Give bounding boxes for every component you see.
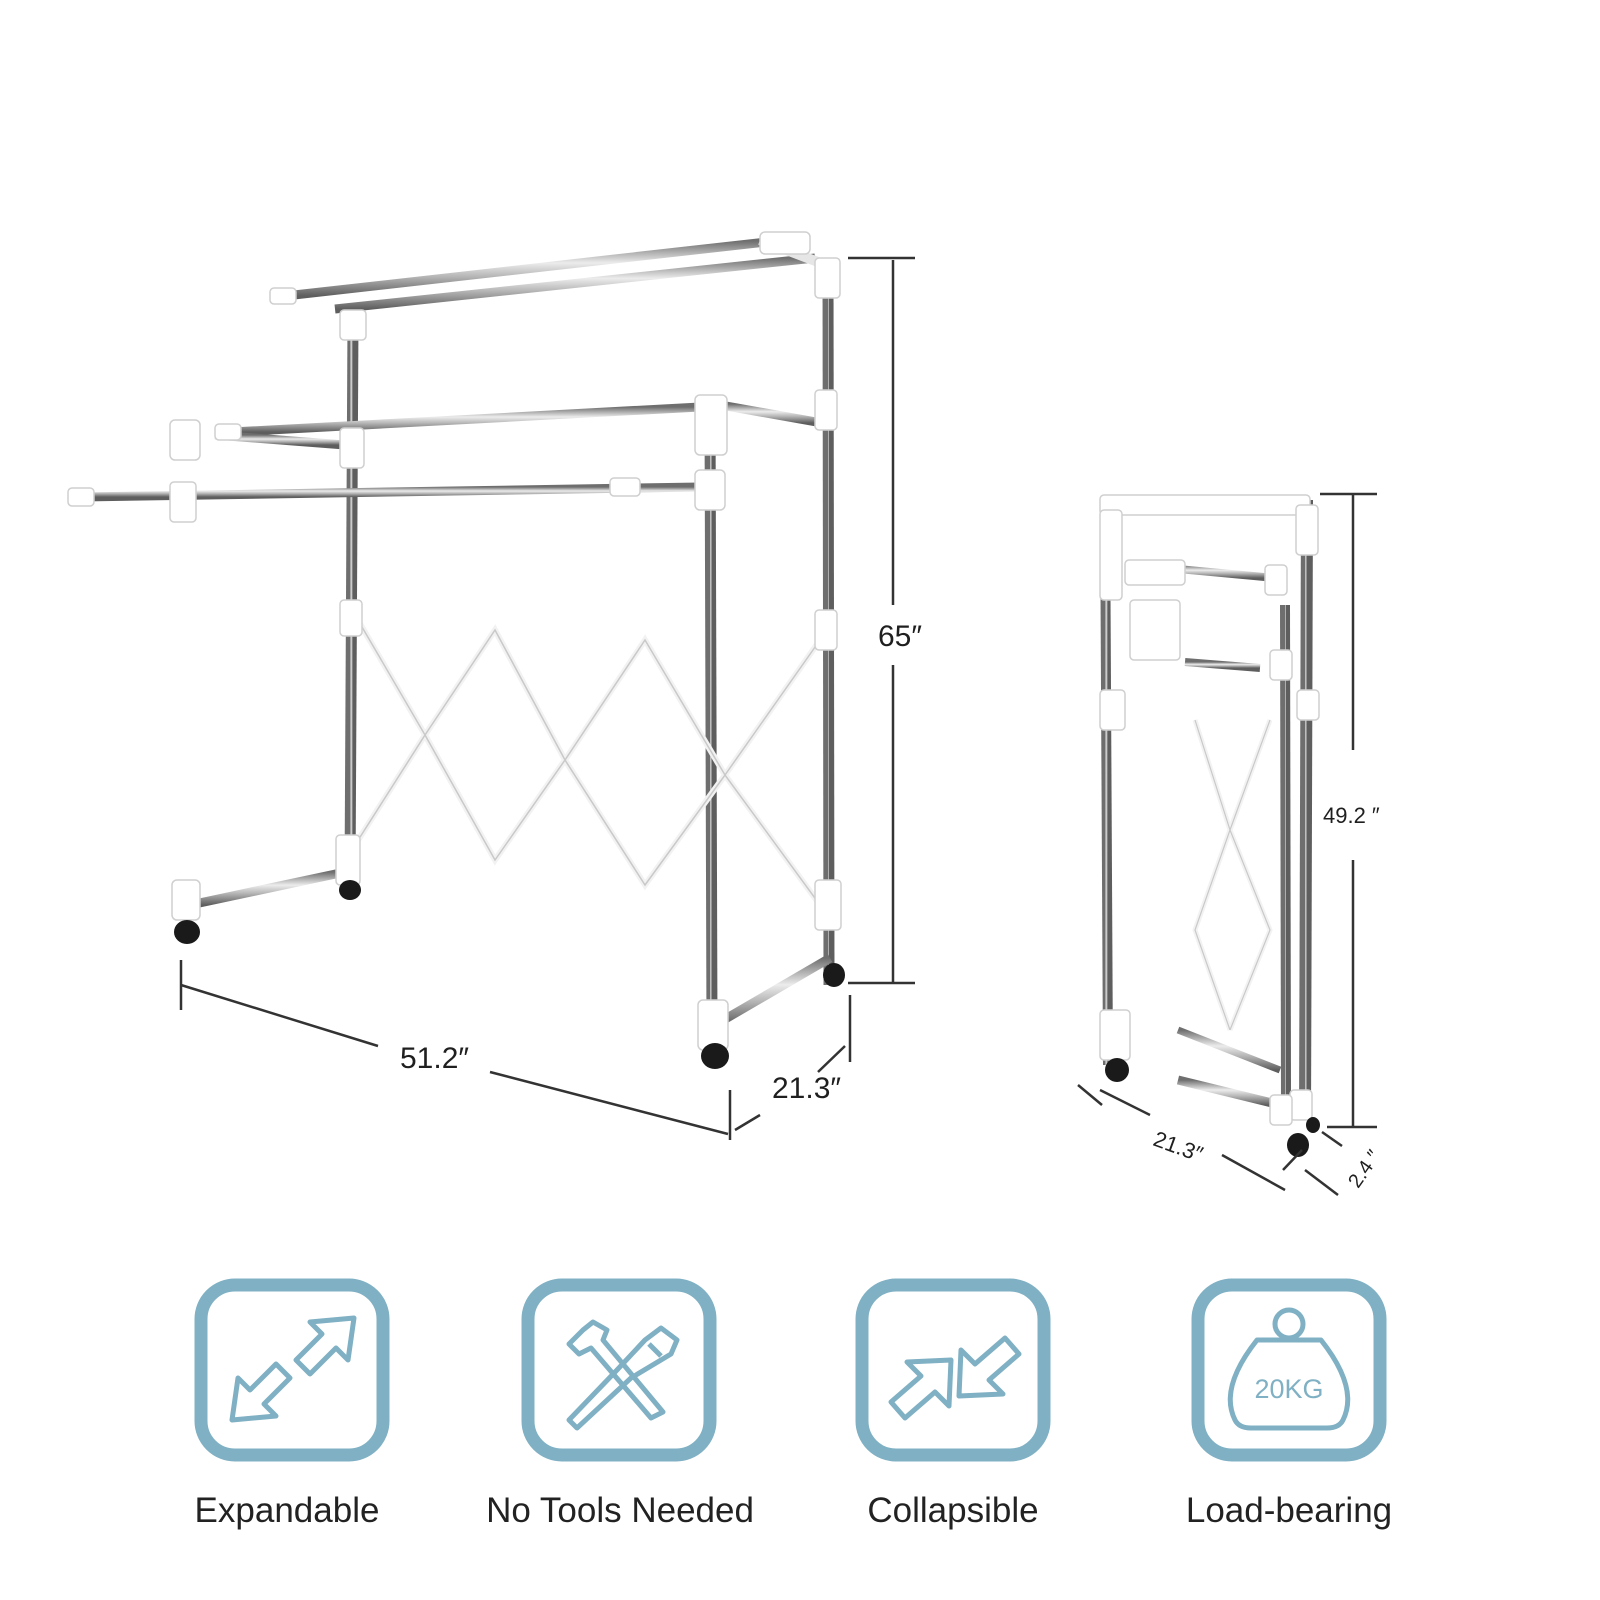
middle-rail-back bbox=[231, 402, 701, 437]
expanded-rack bbox=[67, 231, 915, 1140]
folded-post-5 bbox=[1280, 604, 1291, 1101]
bottom-rail-right bbox=[712, 954, 833, 1029]
scissor-lattice bbox=[352, 613, 823, 907]
folded-rail-low bbox=[1184, 658, 1261, 672]
folded-bottom-rail bbox=[1176, 1075, 1282, 1110]
top-rail-front bbox=[334, 253, 816, 314]
folded-rack bbox=[1077, 487, 1377, 1196]
bottom-rail-left bbox=[189, 867, 346, 910]
expanded-dimension-lines bbox=[179, 256, 915, 1140]
feature-label-load-bearing: Load-bearing bbox=[1185, 1491, 1393, 1530]
middle-rail-side bbox=[714, 399, 823, 428]
weight-label: 20KG bbox=[1254, 1374, 1323, 1404]
feature-label-expandable: Expandable bbox=[194, 1491, 380, 1530]
folded-wheels bbox=[1105, 1058, 1320, 1157]
rack-fittings bbox=[67, 231, 842, 1051]
expanded-width-label: 51.2″ bbox=[400, 1042, 470, 1075]
feature-label-collapsible: Collapsible bbox=[867, 1491, 1039, 1530]
folded-bottom-rail-2 bbox=[1176, 1026, 1282, 1074]
rack-wheels bbox=[174, 880, 845, 1069]
collapse-arrows-icon bbox=[855, 1278, 1051, 1462]
feature-label-no-tools-needed: No Tools Needed bbox=[486, 1491, 754, 1530]
expanded-height-label: 65″ bbox=[878, 620, 922, 653]
folded-scissor-lattice bbox=[1192, 719, 1273, 1031]
wrench-screwdriver-icon bbox=[521, 1278, 717, 1462]
folded-height-label: 49.2 ″ bbox=[1323, 803, 1380, 828]
folded-fittings bbox=[1099, 494, 1320, 1126]
front-right-post bbox=[704, 409, 718, 1031]
top-rail-back bbox=[284, 236, 776, 301]
expand-arrows-icon bbox=[194, 1278, 390, 1462]
folded-post-right-outer bbox=[1299, 499, 1313, 1121]
weight-icon: 20KG bbox=[1191, 1278, 1387, 1462]
expanded-depth-label: 21.3″ bbox=[772, 1072, 842, 1105]
folded-dimension-lines bbox=[1077, 492, 1377, 1196]
